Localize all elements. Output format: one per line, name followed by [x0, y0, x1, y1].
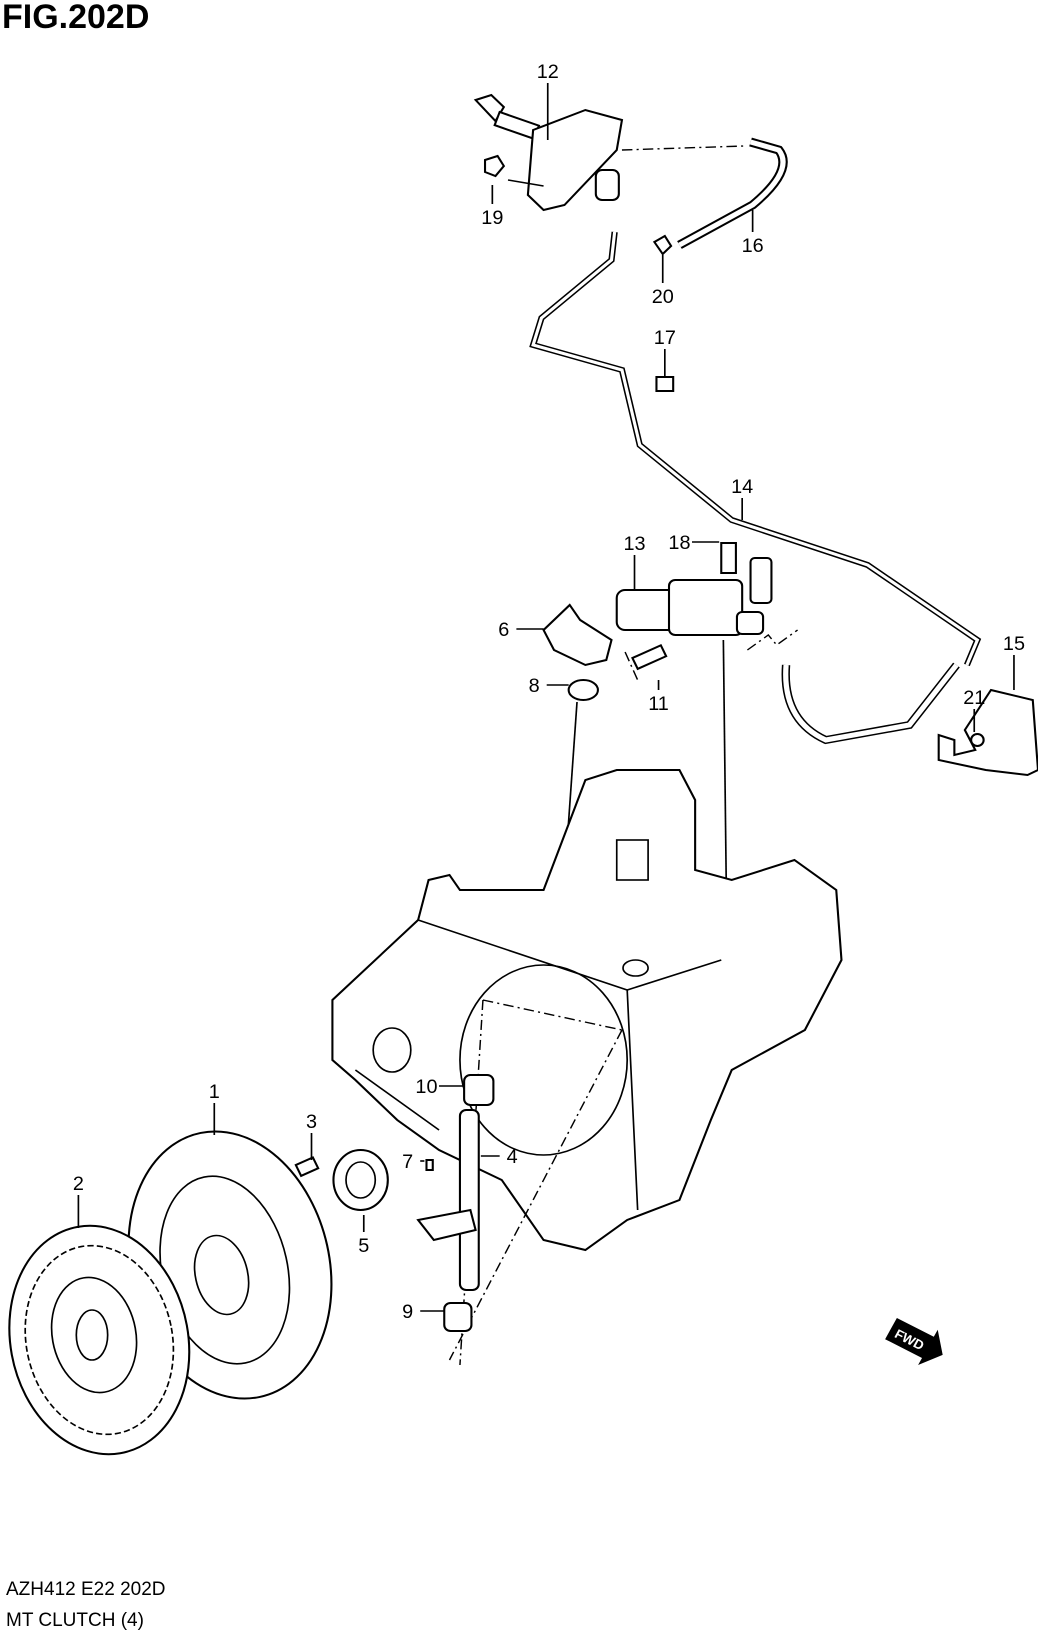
callout-8: 8 [529, 675, 569, 697]
callout-label: 21 [963, 687, 985, 709]
callout-label: 20 [652, 286, 674, 308]
callout-label: 4 [507, 1146, 518, 1168]
callout-label: 3 [306, 1111, 317, 1133]
release-bearing [332, 1149, 389, 1211]
bolt-21 [970, 733, 985, 747]
bolt-11 [631, 643, 668, 671]
callout-label: 2 [73, 1173, 84, 1195]
fwd-arrow: FWD [885, 1318, 943, 1366]
callout-label: 1 [209, 1081, 220, 1103]
bush-10 [463, 1074, 495, 1106]
callout-17: 17 [654, 327, 676, 377]
callout-6: 6 [498, 619, 544, 641]
clutch-disc [8, 1224, 191, 1456]
callout-label: 5 [358, 1235, 369, 1257]
callout-12: 12 [537, 61, 559, 140]
callout-label: 18 [668, 532, 690, 554]
release-lever [542, 603, 613, 667]
callout-19: 19 [481, 185, 503, 229]
callout-label: 8 [529, 675, 540, 697]
bolt-18 [720, 542, 737, 574]
hose-clip [652, 234, 673, 256]
bush-9 [443, 1302, 473, 1332]
callout-20: 20 [652, 255, 674, 308]
callout-label: 14 [731, 476, 753, 498]
clutch-master-cylinder [473, 93, 624, 212]
transaxle-case [331, 769, 843, 1252]
callout-5: 5 [358, 1215, 369, 1257]
callout-9: 9 [402, 1301, 445, 1323]
figure-title: FIG.202D [2, 0, 150, 36]
callout-label: 7 [402, 1151, 413, 1173]
callout-4: 4 [480, 1146, 518, 1168]
clutch-release-cylinder [615, 557, 773, 636]
callout-label: 12 [537, 61, 559, 83]
callout-label: 17 [654, 327, 676, 349]
callout-10: 10 [415, 1076, 465, 1098]
callout-1: 1 [209, 1081, 220, 1135]
bolt-3 [294, 1156, 320, 1178]
callout-label: 10 [415, 1076, 437, 1098]
callout-15: 15 [1003, 633, 1025, 690]
hose-bracket [937, 688, 1038, 777]
pin-7 [425, 1159, 434, 1171]
callout-7: 7 [402, 1151, 425, 1173]
callout-11: 11 [648, 680, 669, 715]
pipe-clamp [655, 376, 675, 392]
callout-14: 14 [731, 476, 753, 520]
callout-label: 16 [742, 235, 764, 257]
callout-13: 13 [623, 533, 646, 590]
callout-label: 15 [1003, 633, 1025, 655]
callout-label: 11 [648, 693, 669, 715]
release-shaft [458, 1109, 480, 1291]
figure-name: MT CLUTCH (4) [6, 1610, 144, 1631]
release-fork [416, 1208, 477, 1242]
figure-code: AZH412 E22 202D [6, 1579, 166, 1600]
callout-18: 18 [668, 532, 720, 554]
callout-label: 6 [498, 619, 509, 641]
callout-2: 2 [73, 1173, 84, 1228]
callout-16: 16 [742, 210, 764, 257]
callout-3: 3 [306, 1111, 317, 1160]
callout-label: 19 [481, 207, 503, 229]
callout-label: 13 [623, 533, 645, 555]
callout-label: 9 [402, 1301, 413, 1323]
boot-8 [567, 679, 599, 701]
callout-21: 21 [963, 687, 985, 732]
